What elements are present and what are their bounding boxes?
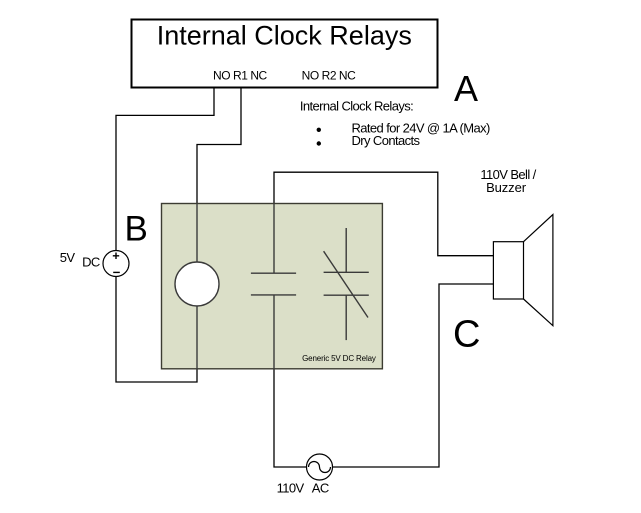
svg-text:DC: DC <box>82 255 100 270</box>
svg-text:Buzzer: Buzzer <box>486 180 527 195</box>
svg-text:Dry Contacts: Dry Contacts <box>352 133 421 148</box>
svg-text:110V: 110V <box>277 481 305 496</box>
svg-text:Generic 5V DC Relay: Generic 5V DC Relay <box>302 354 376 363</box>
svg-text:Internal Clock Relays: Internal Clock Relays <box>157 21 412 51</box>
svg-text:B: B <box>125 210 148 249</box>
svg-text:AC: AC <box>312 481 329 496</box>
svg-text:A: A <box>454 68 478 109</box>
svg-text:Internal Clock Relays:: Internal Clock Relays: <box>300 98 413 113</box>
svg-text:NO R2 NC: NO R2 NC <box>302 68 357 82</box>
svg-text:5V: 5V <box>60 250 76 265</box>
svg-text:NO R1 NC: NO R1 NC <box>213 68 268 82</box>
svg-text:Rated for 24V @ 1A (Max): Rated for 24V @ 1A (Max) <box>352 121 491 136</box>
svg-text:C: C <box>453 314 480 356</box>
svg-text:110V Bell /: 110V Bell / <box>480 167 536 182</box>
